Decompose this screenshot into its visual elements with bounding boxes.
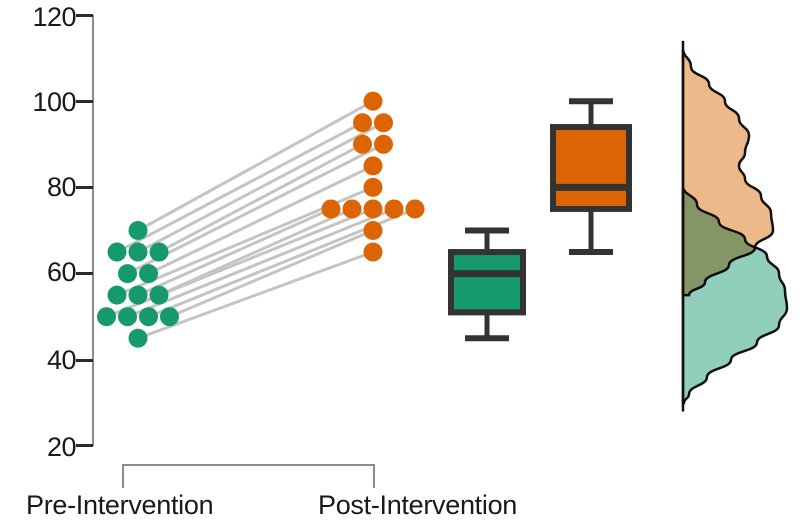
connector-line	[126, 207, 395, 319]
ytick-label-20: 20	[46, 432, 77, 462]
group-bracket-right	[373, 464, 375, 488]
pre-dot	[128, 328, 148, 348]
post-dot	[321, 199, 341, 219]
group-bracket-top	[122, 464, 374, 466]
xaxis-label-pre: Pre-Intervention	[26, 490, 214, 520]
post-dot	[353, 134, 372, 154]
post-dot	[363, 156, 383, 176]
post-dot	[363, 199, 383, 219]
connector-line	[137, 207, 332, 297]
post-dot	[405, 199, 425, 219]
ytick-100	[76, 100, 93, 103]
post-dot	[353, 113, 372, 133]
connector-line	[147, 164, 374, 275]
connector-line	[137, 99, 374, 232]
ytick-label-60: 60	[46, 257, 77, 287]
post-dot	[363, 177, 383, 197]
post-dot	[374, 113, 393, 133]
xaxis-label-post: Post-Intervention	[318, 490, 518, 520]
ytick-label-80: 80	[46, 172, 77, 202]
density-curves-group	[681, 40, 789, 412]
post-dot	[384, 199, 404, 219]
dot-markers-group	[97, 91, 425, 348]
ytick-label-100: 100	[32, 87, 76, 117]
post-dot	[342, 199, 362, 219]
y-axis-spine	[92, 15, 94, 446]
pre-dot	[128, 285, 148, 305]
post-dot	[374, 134, 393, 154]
pre-dot	[128, 221, 148, 240]
pre-dot	[118, 264, 137, 284]
pre-dot	[118, 307, 137, 327]
connector-lines-group	[105, 99, 416, 340]
post-boxplot-box	[550, 124, 632, 212]
group-bracket-left	[122, 464, 124, 488]
post-dot	[363, 242, 383, 262]
ytick-80	[76, 186, 93, 189]
pre-dot	[128, 242, 148, 262]
pre-dot	[139, 307, 158, 327]
connector-line	[116, 121, 364, 254]
ytick-label-120: 120	[32, 2, 76, 32]
ytick-20	[76, 444, 93, 447]
connector-line	[158, 142, 364, 254]
pre-density-curve	[681, 186, 789, 405]
pre-dot	[139, 264, 158, 284]
pre-dot	[97, 307, 116, 327]
pre-dot	[149, 242, 169, 262]
connector-line	[137, 250, 374, 340]
pre-boxplot-box	[448, 249, 526, 316]
boxplots-group	[448, 98, 632, 342]
connector-line	[168, 229, 374, 319]
post-dot	[363, 221, 383, 240]
pre-dot	[149, 285, 169, 305]
connector-line	[158, 207, 353, 297]
connector-line	[126, 142, 385, 275]
pre-dot	[107, 285, 127, 305]
ytick-60	[76, 272, 93, 275]
pre-dot	[107, 242, 127, 262]
ytick-120	[76, 14, 93, 17]
connector-line	[137, 121, 385, 254]
post-dot	[363, 91, 383, 111]
pre-dot	[160, 307, 179, 327]
ytick-40	[76, 359, 93, 362]
ytick-label-40: 40	[46, 345, 77, 375]
